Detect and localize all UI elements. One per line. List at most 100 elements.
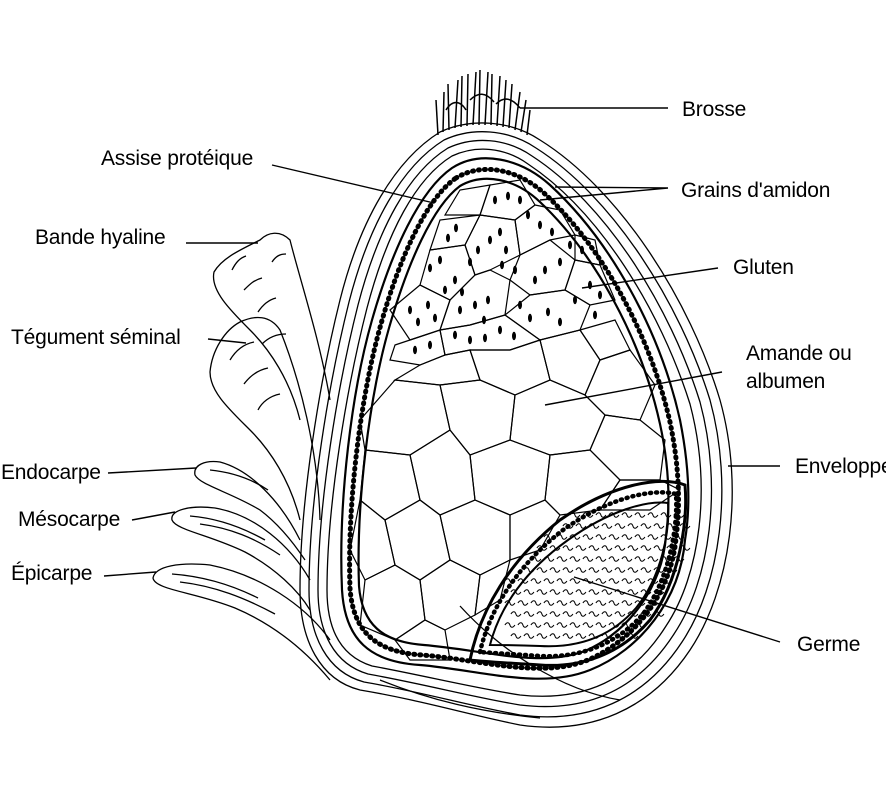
starch-grain — [538, 220, 542, 230]
epicarpe-flap — [152, 563, 331, 681]
germ-squiggle — [588, 589, 600, 595]
germ-squiggle — [621, 578, 633, 584]
germ-squiggle — [653, 545, 665, 551]
germ-squiggle — [621, 534, 633, 540]
germ-squiggle — [569, 578, 581, 584]
germ-squiggle — [523, 633, 535, 639]
starch-grain — [580, 245, 584, 255]
germ-squiggle — [640, 545, 652, 551]
germ-squiggle — [627, 523, 639, 529]
starch-grain — [498, 227, 502, 237]
starch-grain — [486, 295, 490, 305]
label-epicarpe: Épicarpe — [11, 562, 93, 585]
germ-squiggle — [543, 578, 555, 584]
germ-squiggle — [588, 545, 600, 551]
germ-squiggle — [530, 600, 542, 606]
starch-grain — [550, 227, 554, 237]
germ-squiggle — [543, 556, 555, 562]
germ-squiggle — [640, 523, 652, 529]
germ-squiggle — [634, 578, 646, 584]
germ-squiggle — [640, 611, 652, 617]
germ-squiggle — [582, 600, 594, 606]
gluten-zone — [389, 179, 616, 366]
starch-grain — [558, 257, 562, 267]
germ-squiggle — [601, 545, 613, 551]
starch-grain — [433, 313, 437, 323]
germ-squiggle — [504, 622, 516, 628]
label-amande-line2: albumen — [746, 370, 826, 393]
germ-squiggle — [517, 578, 529, 584]
germ-squiggle — [608, 578, 620, 584]
starch-grain — [468, 335, 472, 345]
germ-squiggle — [517, 622, 529, 628]
germ-squiggle — [588, 633, 600, 639]
starch-grain — [473, 300, 477, 310]
starch-grain — [453, 275, 457, 285]
germ-squiggle — [536, 611, 548, 617]
germ-squiggle — [569, 600, 581, 606]
germ-squiggle — [601, 611, 613, 617]
starch-grain — [408, 305, 412, 315]
germ-squiggle — [543, 622, 555, 628]
germ-squiggle — [660, 534, 672, 540]
germ-squiggle — [595, 512, 607, 518]
germ-squiggle — [627, 611, 639, 617]
leader-germe — [573, 576, 781, 643]
starch-grain — [482, 315, 486, 325]
starch-grain — [598, 290, 602, 300]
aleurone-layer — [340, 157, 690, 680]
germ-squiggle — [530, 578, 542, 584]
germ-squiggle — [549, 589, 561, 595]
starch-grain — [438, 255, 442, 265]
leader-gluten — [581, 267, 719, 289]
germ-squiggle — [673, 534, 685, 540]
starch-grains — [408, 191, 602, 355]
germ-squiggle — [653, 611, 665, 617]
starch-grain — [518, 195, 522, 205]
germ-squiggle — [647, 578, 659, 584]
starch-grain — [476, 245, 480, 255]
germ-squiggle — [582, 622, 594, 628]
starch-grain — [593, 310, 597, 320]
starch-grain — [498, 325, 502, 335]
germ-squiggle — [549, 545, 561, 551]
label-endocarpe: Endocarpe — [1, 461, 101, 484]
germ-squiggle — [634, 512, 646, 518]
germ-squiggle — [510, 633, 522, 639]
germ-squiggle — [523, 567, 535, 573]
germ-squiggle — [504, 578, 516, 584]
germ-squiggle — [588, 523, 600, 529]
tegument-flap — [209, 316, 321, 521]
germ-squiggle — [562, 633, 574, 639]
germ-squiggle — [562, 523, 574, 529]
leader-mesocarpe — [131, 511, 176, 521]
germ-squiggle — [588, 611, 600, 617]
starch-grain — [453, 330, 457, 340]
germ-squiggle — [523, 589, 535, 595]
germ-squiggle — [556, 534, 568, 540]
germ-squiggle — [595, 600, 607, 606]
germ-squiggle — [660, 578, 672, 584]
leader-tegument — [207, 338, 247, 344]
germ-squiggle — [569, 622, 581, 628]
leader-grains — [539, 186, 669, 201]
starch-grain — [512, 331, 516, 341]
starch-grain — [488, 235, 492, 245]
germ-squiggle — [595, 534, 607, 540]
germ-squiggle — [608, 622, 620, 628]
label-assise-proteique: Assise protéique — [101, 147, 254, 170]
germ — [468, 479, 691, 667]
germ-squiggle — [504, 600, 516, 606]
germ-squiggle — [582, 534, 594, 540]
germ-squiggle — [673, 512, 685, 518]
germ-squiggle — [549, 611, 561, 617]
germ-squiggle — [601, 523, 613, 529]
germ-texture — [504, 512, 691, 639]
germ-squiggle — [666, 523, 678, 529]
germ-squiggle — [621, 556, 633, 562]
label-tegument-seminal: Tégument séminal — [11, 326, 181, 349]
starch-grain — [533, 275, 537, 285]
germ-squiggle — [627, 633, 639, 639]
